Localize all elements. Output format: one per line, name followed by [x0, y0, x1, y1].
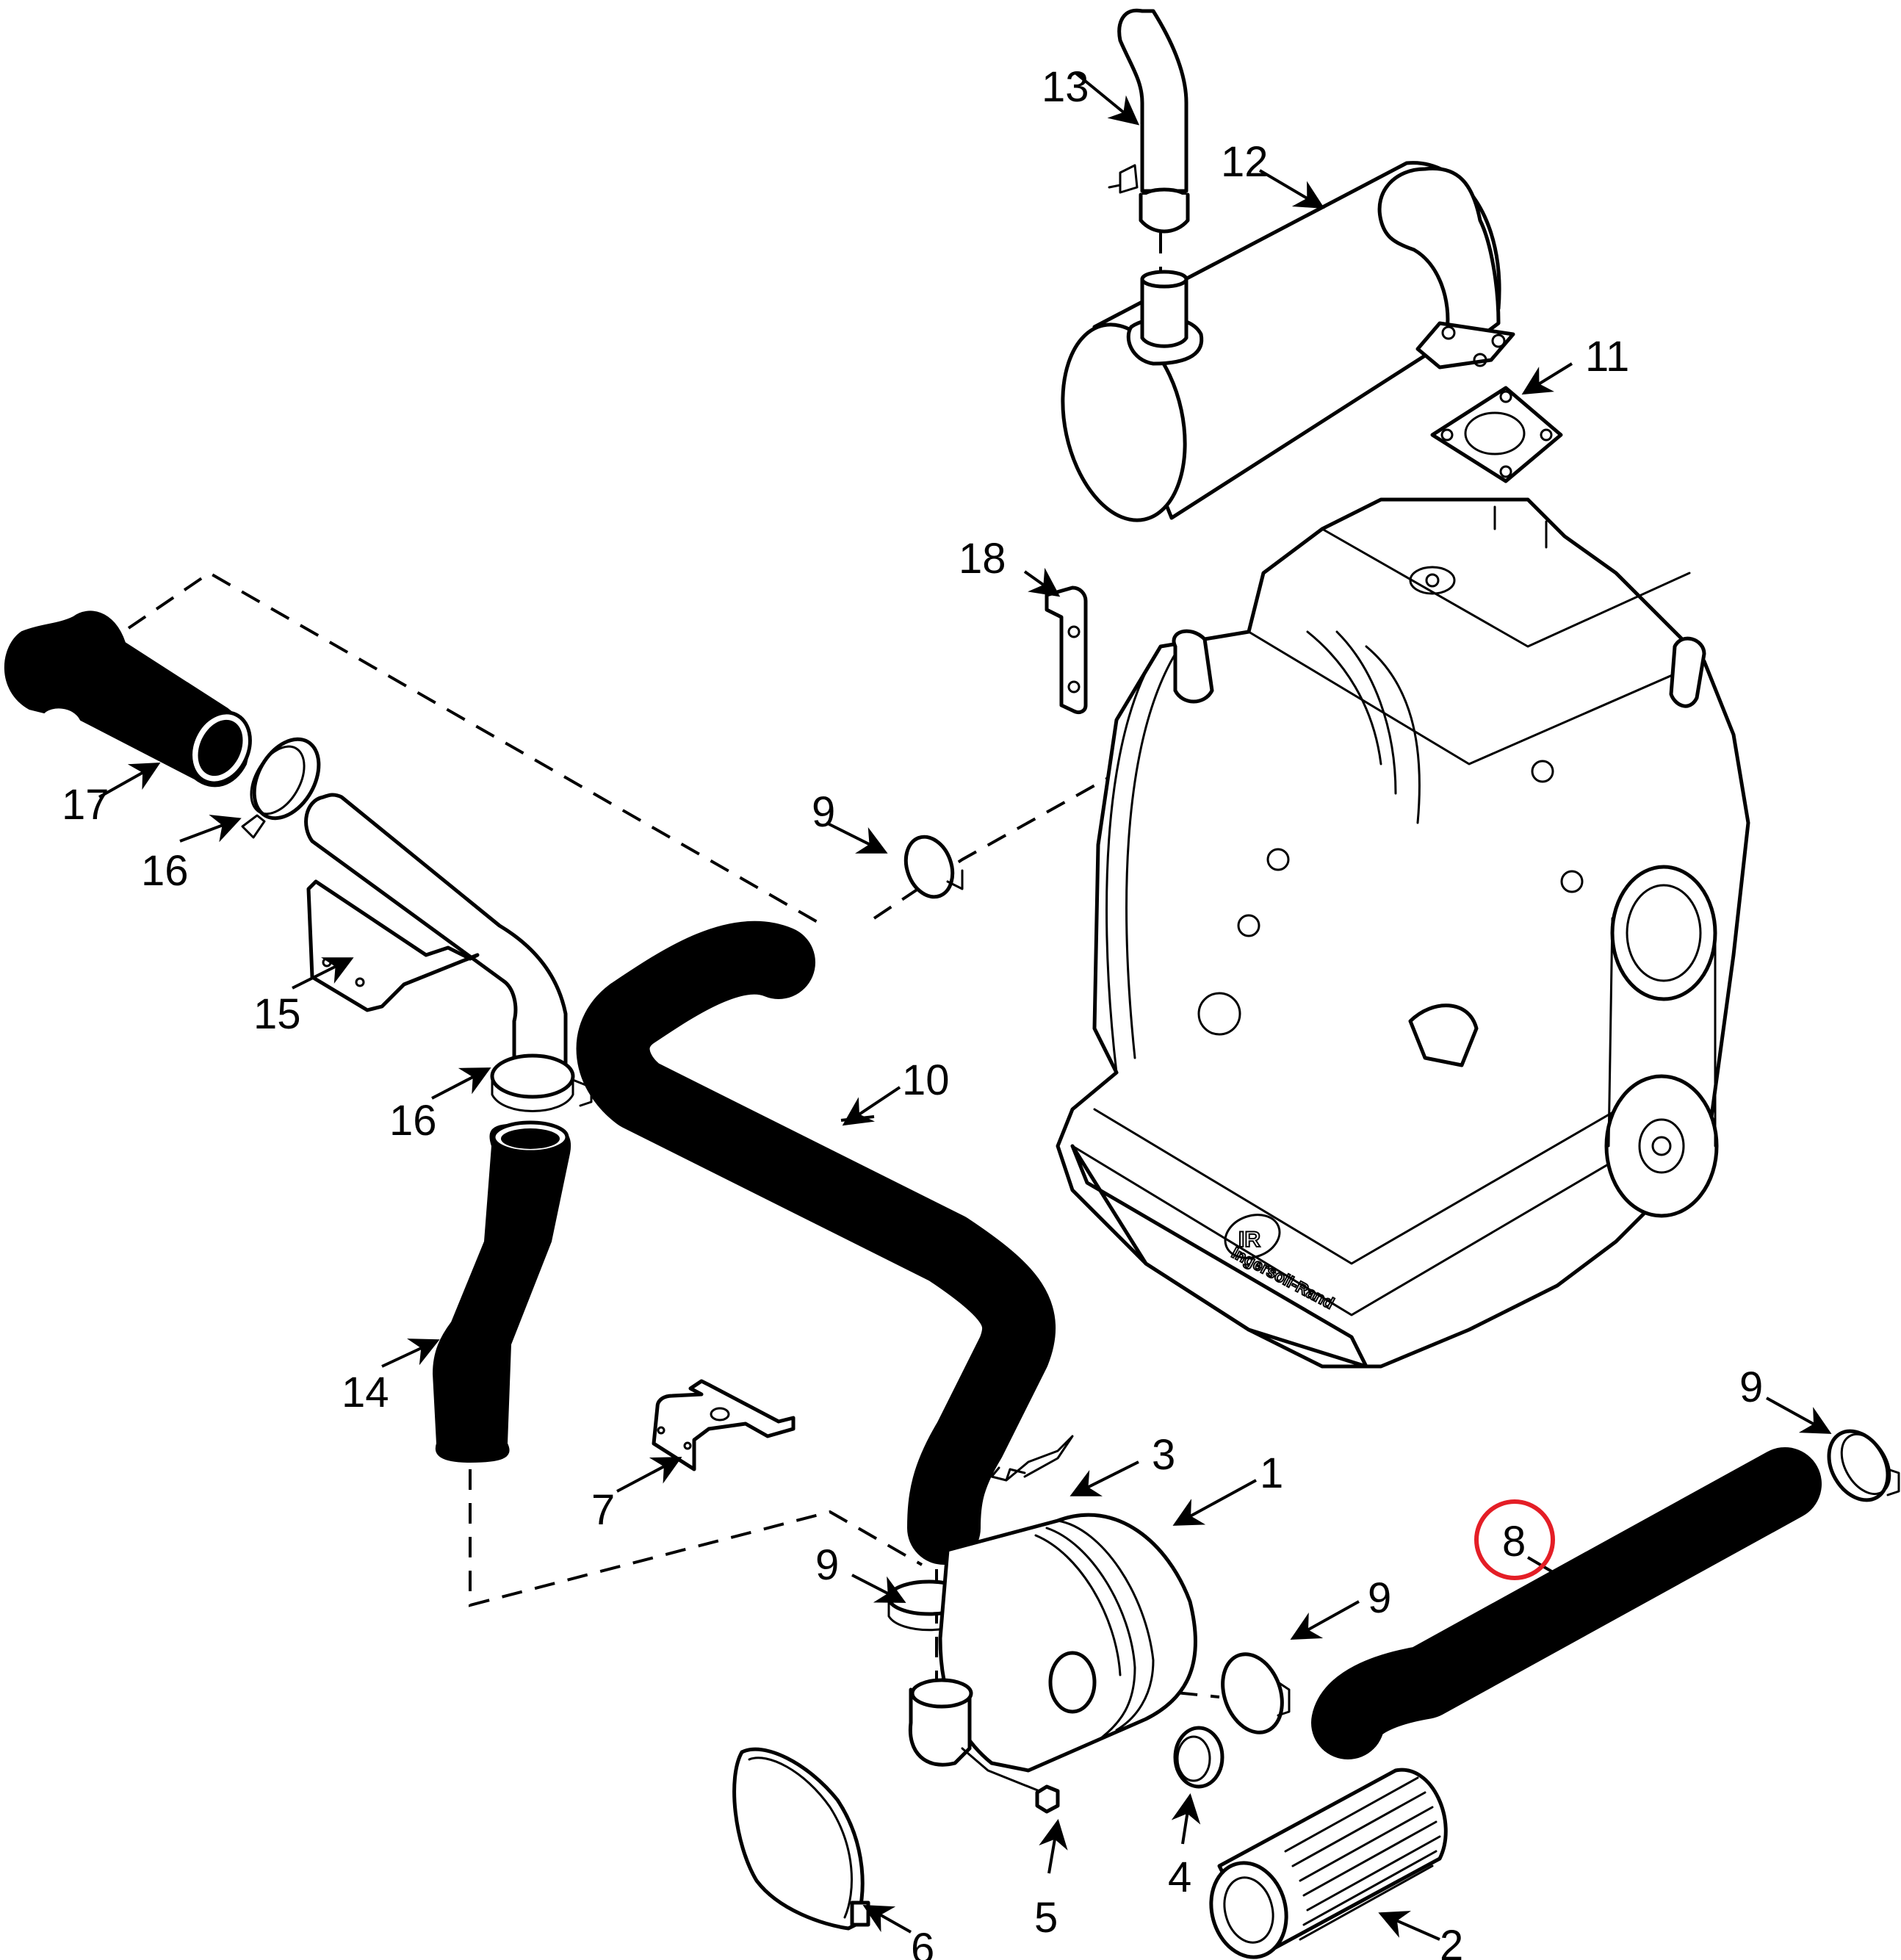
part-air-filter-element[interactable]: [1201, 1768, 1448, 1960]
callout-13[interactable]: 13: [1042, 63, 1089, 111]
callout-16-lower[interactable]: 16: [389, 1097, 437, 1145]
callout-8[interactable]: 8: [1502, 1518, 1526, 1566]
part-hose-clamp-right[interactable]: [1817, 1421, 1900, 1511]
callout-9-engine[interactable]: 9: [812, 788, 835, 836]
part-seal-ring[interactable]: [1173, 1726, 1224, 1789]
part-bolt[interactable]: [1035, 1784, 1060, 1814]
callout-6[interactable]: 6: [911, 1925, 934, 1960]
part-exhaust-tailpipe[interactable]: [1108, 8, 1190, 234]
callout-11[interactable]: 11: [1585, 333, 1629, 381]
part-air-cleaner-housing[interactable]: [908, 1513, 1197, 1794]
part-tube-with-bracket[interactable]: [304, 793, 568, 1079]
part-hose-clamp-upper[interactable]: [240, 728, 332, 839]
highlight-circle: [1474, 1499, 1555, 1580]
callout-2[interactable]: 2: [1440, 1922, 1463, 1960]
callout-labels: 13 12 11 18 17 16 9 15 10 16 14 7 3 1 9 …: [62, 63, 1763, 1960]
part-retaining-clip[interactable]: [990, 1435, 1074, 1482]
part-intake-hose-highlighted[interactable]: [1311, 1447, 1822, 1759]
callout-10[interactable]: 10: [902, 1056, 950, 1104]
callout-17[interactable]: 17: [62, 781, 109, 829]
part-exhaust-gasket[interactable]: [1430, 386, 1563, 483]
engine-block: IR Ingersoll-Rand: [1056, 497, 1750, 1369]
callout-5[interactable]: 5: [1034, 1894, 1058, 1942]
part-hose-clamp-cleaner-side[interactable]: [1212, 1646, 1292, 1740]
part-hose-clamp-engine[interactable]: [898, 830, 964, 903]
svg-text:IR: IR: [1238, 1228, 1260, 1252]
callout-9-cleaner-side[interactable]: 9: [1368, 1574, 1391, 1622]
part-muffler[interactable]: [1046, 161, 1515, 532]
part-mounting-bracket[interactable]: [652, 1379, 796, 1471]
callout-3[interactable]: 3: [1152, 1431, 1175, 1479]
callout-16-upper[interactable]: 16: [141, 847, 189, 895]
part-elbow-hose[interactable]: [4, 610, 261, 793]
part-hose-clamp-lower[interactable]: [490, 1053, 593, 1112]
part-bracket[interactable]: [1045, 586, 1088, 715]
callout-18[interactable]: 18: [959, 535, 1006, 583]
callout-1[interactable]: 1: [1260, 1449, 1283, 1497]
callout-12[interactable]: 12: [1221, 138, 1269, 186]
callout-9-cleaner-top[interactable]: 9: [815, 1541, 839, 1589]
part-band-clamp[interactable]: [732, 1747, 870, 1931]
callout-4[interactable]: 4: [1168, 1853, 1191, 1901]
callout-7[interactable]: 7: [591, 1486, 615, 1534]
callout-14[interactable]: 14: [342, 1369, 389, 1416]
part-hose[interactable]: [432, 1120, 571, 1463]
part-intake-hose-long[interactable]: [576, 920, 1056, 1565]
callout-15[interactable]: 15: [253, 990, 301, 1038]
callout-9-right[interactable]: 9: [1739, 1363, 1763, 1411]
callout-leaders: [98, 72, 1832, 1941]
